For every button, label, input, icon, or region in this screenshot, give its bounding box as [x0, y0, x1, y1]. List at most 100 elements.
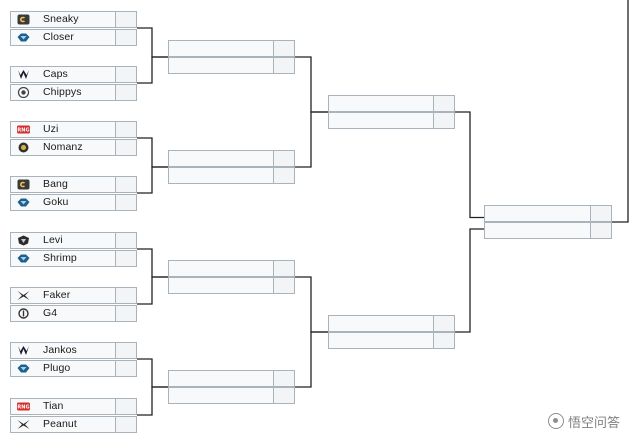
bracket-slot-empty[interactable]	[328, 95, 455, 112]
team-ig-icon	[17, 142, 30, 153]
player-name: Levi	[43, 234, 63, 246]
slot-name-cell	[11, 140, 116, 155]
player-slot[interactable]: Closer	[10, 29, 137, 46]
player-slot[interactable]: Peanut	[10, 416, 137, 433]
slot-score-cell	[116, 122, 136, 137]
team-c9-icon	[17, 179, 30, 190]
team-g2-icon	[17, 69, 30, 80]
player-slot[interactable]: RNG Uzi	[10, 121, 137, 138]
slot-score-cell	[116, 399, 136, 414]
player-slot[interactable]: Goku	[10, 194, 137, 211]
bracket-connector-line	[137, 56, 168, 84]
slot-name-cell	[169, 278, 274, 293]
slot-score-cell	[116, 30, 136, 45]
player-name: Closer	[43, 31, 74, 43]
bracket-slot-empty[interactable]	[328, 112, 455, 129]
bracket-connector-line	[295, 56, 328, 113]
slot-name-cell	[169, 261, 274, 276]
watermark: 悟空问答	[548, 410, 620, 432]
team-tl-icon	[17, 363, 30, 374]
bracket-connector-line	[295, 111, 328, 168]
team-kt-icon	[17, 87, 30, 98]
slot-score-cell	[434, 113, 454, 128]
slot-name-cell	[169, 41, 274, 56]
slot-score-cell	[116, 233, 136, 248]
slot-score-cell	[116, 67, 136, 82]
slot-score-cell	[116, 251, 136, 266]
slot-name-cell	[11, 361, 116, 376]
slot-score-cell	[274, 371, 294, 386]
player-name: Faker	[43, 289, 71, 301]
bracket-connector-line	[295, 331, 328, 388]
slot-score-cell	[116, 417, 136, 432]
player-name: Goku	[43, 196, 69, 208]
slot-name-cell	[11, 177, 116, 192]
slot-name-cell	[329, 113, 434, 128]
slot-name-cell	[329, 333, 434, 348]
bracket-slot-empty[interactable]	[168, 150, 295, 167]
slot-score-cell	[116, 140, 136, 155]
slot-name-cell	[11, 12, 116, 27]
bracket-connector-line	[137, 137, 168, 168]
player-name: Sneaky	[43, 13, 79, 25]
slot-score-cell	[116, 12, 136, 27]
player-slot[interactable]: Caps	[10, 66, 137, 83]
player-slot[interactable]: Shrimp	[10, 250, 137, 267]
slot-name-cell	[11, 122, 116, 137]
bracket-slot-empty[interactable]	[328, 332, 455, 349]
slot-score-cell	[274, 278, 294, 293]
player-slot[interactable]: G4	[10, 305, 137, 322]
player-name: Caps	[43, 68, 68, 80]
bracket-slot-empty[interactable]	[484, 222, 612, 239]
slot-name-cell	[11, 417, 116, 432]
bracket-slot-empty[interactable]	[168, 40, 295, 57]
slot-score-cell	[116, 85, 136, 100]
slot-name-cell	[11, 288, 116, 303]
slot-name-cell	[169, 388, 274, 403]
bracket-connector-line	[455, 111, 484, 219]
player-name: Shrimp	[43, 252, 77, 264]
slot-name-cell	[11, 343, 116, 358]
team-tl-icon	[17, 253, 30, 264]
team-g2-icon	[17, 345, 30, 356]
player-slot[interactable]: Chippys	[10, 84, 137, 101]
bracket-slot-empty[interactable]	[168, 277, 295, 294]
bracket-connector-line	[295, 276, 328, 333]
team-tl-icon	[17, 197, 30, 208]
slot-score-cell	[274, 388, 294, 403]
bracket-slot-empty[interactable]	[168, 167, 295, 184]
svg-text:RNG: RNG	[17, 128, 29, 134]
bracket-connector-line	[612, 0, 629, 223]
player-slot[interactable]: Levi	[10, 232, 137, 249]
player-slot[interactable]: Jankos	[10, 342, 137, 359]
player-slot[interactable]: Bang	[10, 176, 137, 193]
player-slot[interactable]: Sneaky	[10, 11, 137, 28]
slot-name-cell	[329, 316, 434, 331]
slot-name-cell	[11, 399, 116, 414]
bracket-slot-empty[interactable]	[168, 387, 295, 404]
bracket-slot-empty[interactable]	[168, 260, 295, 277]
slot-score-cell	[591, 223, 611, 238]
slot-name-cell	[485, 223, 591, 238]
player-slot[interactable]: Plugo	[10, 360, 137, 377]
slot-score-cell	[274, 168, 294, 183]
player-name: Chippys	[43, 86, 82, 98]
slot-score-cell	[274, 261, 294, 276]
bracket-slot-empty[interactable]	[168, 57, 295, 74]
slot-name-cell	[11, 85, 116, 100]
player-name: G4	[43, 307, 58, 319]
bracket-slot-empty[interactable]	[484, 205, 612, 222]
bracket-slot-empty[interactable]	[168, 370, 295, 387]
player-name: Uzi	[43, 123, 59, 135]
player-name: Nomanz	[43, 141, 83, 153]
slot-name-cell	[169, 151, 274, 166]
slot-name-cell	[11, 251, 116, 266]
player-slot[interactable]: Nomanz	[10, 139, 137, 156]
player-slot[interactable]: Faker	[10, 287, 137, 304]
slot-score-cell	[434, 333, 454, 348]
bracket-connector-line	[137, 358, 168, 388]
bracket-slot-empty[interactable]	[328, 315, 455, 332]
team-g4-icon	[17, 308, 30, 319]
